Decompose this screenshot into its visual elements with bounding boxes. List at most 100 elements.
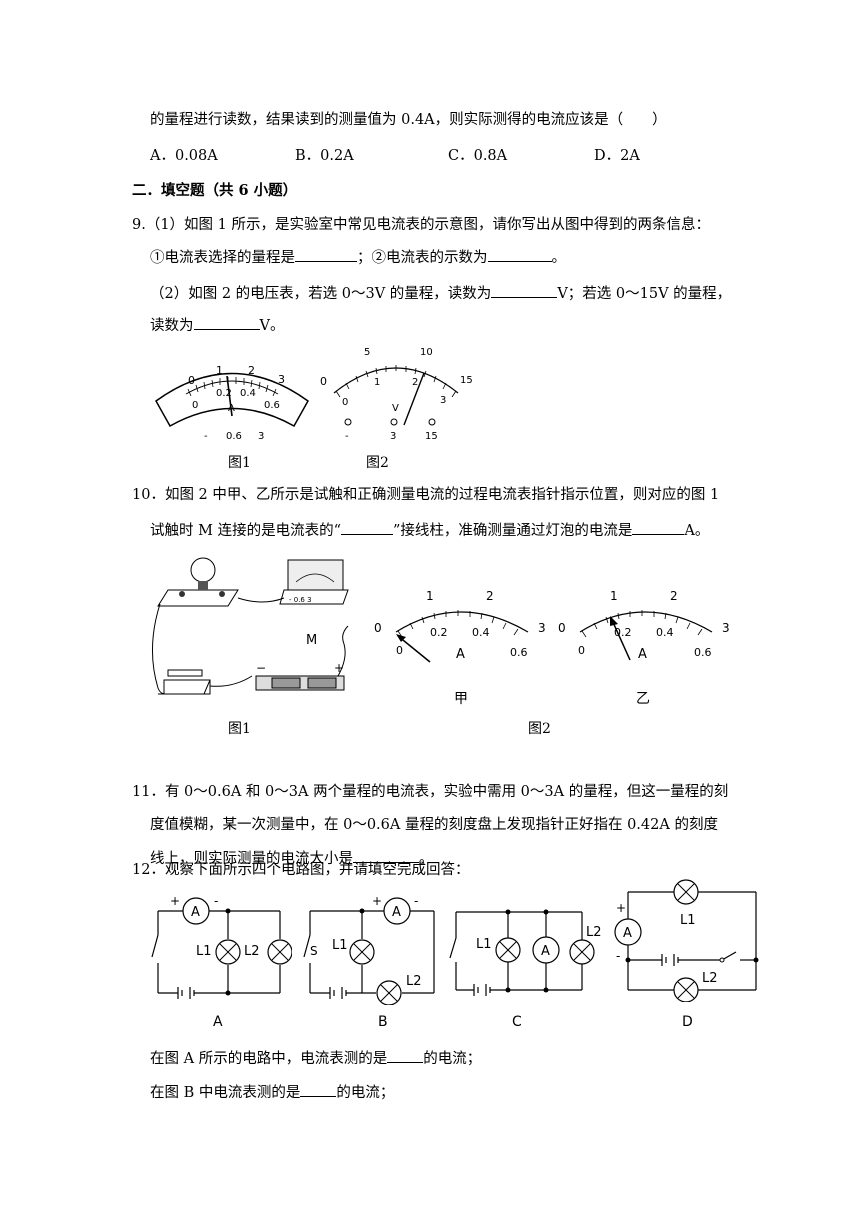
scale-top-5: 5 xyxy=(364,347,370,358)
q11-line1: 11．有 0～0.6A 和 0～3A 两个量程的电流表，实验中需用 0～3A 的… xyxy=(132,784,729,800)
scale-top-2: 2 xyxy=(486,589,494,603)
q12-answer-2: 在图 B 中电流表测的是的电流； xyxy=(150,1082,394,1103)
ammeter-icon xyxy=(182,897,210,925)
label-M: M xyxy=(306,633,317,648)
answer-blank[interactable] xyxy=(632,520,685,535)
scale-bottom-2: 2 xyxy=(412,377,418,388)
ammeter-icon xyxy=(532,936,560,964)
switch-icon xyxy=(163,679,211,695)
dial-arc xyxy=(395,611,529,633)
circuit-label-c: C xyxy=(512,1014,522,1030)
scale-bottom-3: 0.6 xyxy=(264,400,280,411)
ammeter-label: A xyxy=(191,905,200,920)
q12-answer-2-b: 的电流； xyxy=(336,1085,395,1101)
battery-icon xyxy=(473,984,491,996)
meter-terminals: - 0.6 3 xyxy=(289,596,312,604)
terminal-3: 3 xyxy=(390,431,396,442)
svg-text:+: + xyxy=(170,894,180,908)
circuit-label-d: D xyxy=(682,1014,693,1030)
q9-fig2-caption: 图2 xyxy=(366,455,389,471)
scale-bottom-0: 0 xyxy=(578,644,585,657)
q8-stem-line: 的量程进行读数，结果读到的测量值为 0.4A，则实际测得的电流应该是（ ） xyxy=(150,112,667,128)
q9-line3: （2）如图 2 的电压表，若选 0～3V 的量程，读数为 V；若选 0～15V 的… xyxy=(150,283,731,304)
q9-line4-a: 读数为 xyxy=(150,318,194,334)
jia-label: 甲 xyxy=(454,691,468,707)
dial-ticks xyxy=(335,365,457,398)
l2-label: L2 xyxy=(702,971,718,986)
q11-line3: 线上，则实际测量的电流大小是 。 xyxy=(150,848,434,869)
answer-blank[interactable] xyxy=(491,283,558,298)
l1-label: L1 xyxy=(196,944,212,959)
dial-arc xyxy=(579,611,713,633)
dial-frame xyxy=(155,372,309,428)
terminal-3-post xyxy=(390,418,398,426)
dial-pointer xyxy=(226,375,233,417)
q10-physical-circuit: - 0.6 3 − + M xyxy=(152,557,349,695)
dial-pointer xyxy=(397,635,431,663)
q9-line3-b: V；若选 0～15V 的量程， xyxy=(557,286,732,302)
dial-arc xyxy=(185,380,279,395)
answer-blank[interactable] xyxy=(193,315,260,330)
q8-option-a: A．0.08A xyxy=(150,148,218,164)
answer-blank[interactable] xyxy=(340,520,393,535)
scale-top-1: 1 xyxy=(216,364,223,377)
l1-label: L1 xyxy=(476,937,492,952)
l2-label: L2 xyxy=(586,925,602,940)
battery-minus: − xyxy=(256,661,266,675)
answer-blank[interactable] xyxy=(487,247,552,262)
q9-line1: 9.（1）如图 1 所示，是实验室中常见电流表的示意图，请你写出从图中得到的两条… xyxy=(132,217,710,233)
scale-bottom-0: 0 xyxy=(396,644,403,657)
q10-line2-b: ”接线柱，准确测量通过灯泡的电流是 xyxy=(392,523,633,539)
wire-M xyxy=(337,625,349,677)
bulb-icon xyxy=(190,557,216,583)
q9-line3-a: （2）如图 2 的电压表，若选 0～3V 的量程，读数为 xyxy=(150,286,492,302)
q9-line4-b: V。 xyxy=(259,318,285,334)
answer-blank[interactable] xyxy=(353,848,419,863)
ammeter-label: A xyxy=(623,926,632,941)
scale-top-3: 3 xyxy=(278,373,285,386)
voltmeter-dial-figure: 0 5 10 15 0 1 2 3 V - 3 15 xyxy=(320,347,473,442)
svg-text:+: + xyxy=(372,894,382,908)
bulb-base xyxy=(198,581,208,590)
l1-label: L1 xyxy=(332,938,348,953)
unit-label: A xyxy=(228,403,235,414)
battery-icon xyxy=(329,987,347,999)
scale-top-3: 3 xyxy=(722,621,730,635)
wire xyxy=(209,675,253,687)
battery-icon xyxy=(661,954,679,966)
scale-bottom-0: 0 xyxy=(342,397,348,408)
svg-text:-: - xyxy=(616,949,620,963)
lamp-board xyxy=(157,589,239,607)
ammeter-icon xyxy=(383,897,411,925)
ammeter-label: A xyxy=(392,905,401,920)
answer-blank[interactable] xyxy=(300,1082,337,1097)
scale-top-0: 0 xyxy=(320,375,327,388)
l1-label: L1 xyxy=(680,913,696,928)
dial-yi: 0 1 2 3 0 0.2 0.4 0.6 A xyxy=(558,589,730,662)
scale-bottom-2: 0.4 xyxy=(472,626,490,639)
answer-blank[interactable] xyxy=(295,247,357,262)
ammeter-icon xyxy=(287,559,344,591)
scale-top-0: 0 xyxy=(188,374,195,387)
l2-label: L2 xyxy=(406,974,422,989)
ammeter-label: A xyxy=(541,944,550,959)
q12-answer-1-b: 的电流； xyxy=(423,1051,482,1067)
q11-line3-a: 线上，则实际测量的电流大小是 xyxy=(150,851,353,867)
svg-text:+: + xyxy=(616,901,626,915)
q11-line3-b: 。 xyxy=(419,851,434,867)
scale-bottom-3: 0.6 xyxy=(694,646,712,659)
answer-blank[interactable] xyxy=(387,1048,424,1063)
scale-bottom-1: 0.2 xyxy=(614,626,632,639)
battery-icon xyxy=(177,987,195,999)
dial-arc xyxy=(333,367,459,394)
terminal-15: 15 xyxy=(425,431,438,442)
q8-option-b: B．0.2A xyxy=(295,148,354,164)
q10-fig1-caption: 图1 xyxy=(228,721,251,737)
scale-top-15: 15 xyxy=(460,375,473,386)
scale-top-10: 10 xyxy=(420,347,433,358)
terminal-0-6: 0.6 xyxy=(226,431,242,442)
scale-bottom-3: 0.6 xyxy=(510,646,528,659)
terminal-minus: - xyxy=(345,431,349,442)
q9-line2-c: 。 xyxy=(551,250,567,266)
scale-top-2: 2 xyxy=(248,364,255,377)
